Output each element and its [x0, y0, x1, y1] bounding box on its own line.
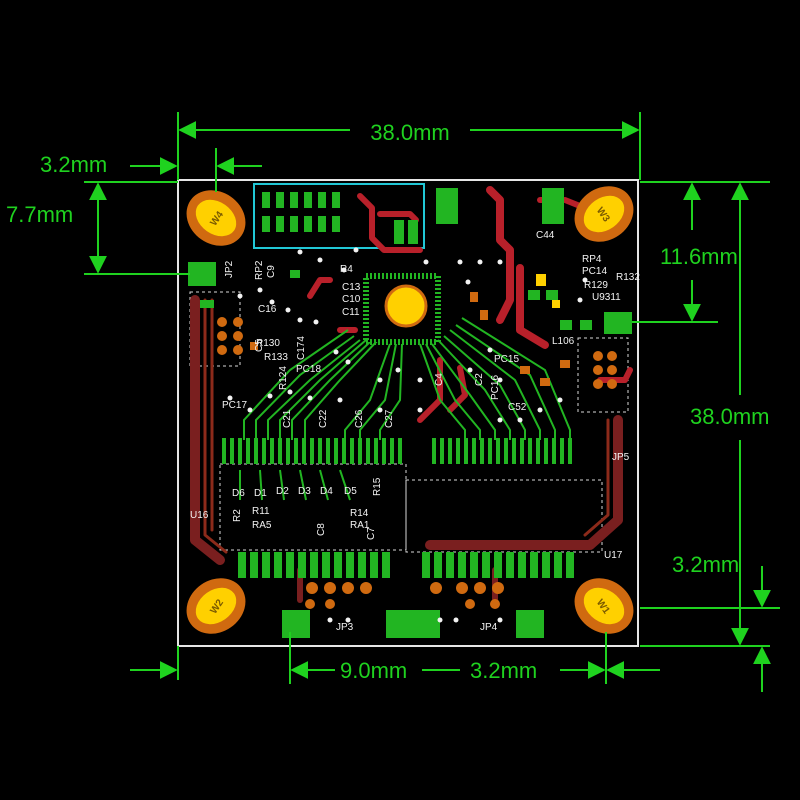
keepout-zone	[253, 183, 425, 249]
orange-pads	[217, 292, 617, 609]
label-ra1: RA1	[350, 520, 370, 531]
dim-bottom-spacing: 9.0mm	[340, 658, 407, 683]
gold-finger-row-left	[222, 438, 402, 464]
label-c44: C44	[536, 230, 555, 241]
label-jp3: JP3	[336, 622, 354, 633]
mounting-hole-w1: W1	[574, 578, 634, 634]
ic-thermal-pad	[384, 284, 428, 328]
label-pc16: PC16	[490, 375, 501, 400]
label-pc17: PC17	[222, 400, 247, 411]
label-c22: C22	[318, 409, 329, 428]
dim-hole-offset-left: 3.2mm	[40, 152, 107, 177]
label-pc14: PC14	[582, 266, 607, 277]
label-c27: C27	[384, 409, 395, 428]
label-c5: C5	[254, 339, 265, 352]
label-d3: D3	[298, 486, 311, 497]
label-l106: L106	[552, 336, 575, 347]
connector-pins-left	[238, 552, 390, 578]
label-c26: C26	[354, 409, 365, 428]
connector-pins-right	[422, 552, 574, 578]
silkscreen-labels: JP2 RP2 C9 C16 R4 C13 C10 C11 R130 R133 …	[190, 230, 640, 633]
label-d1: D1	[254, 488, 267, 499]
label-c9: C9	[266, 265, 277, 278]
label-c4: C4	[434, 373, 445, 386]
label-r124: R124	[278, 366, 289, 390]
gold-finger-row-right	[432, 438, 572, 464]
mounting-hole-w4: W4	[186, 190, 246, 246]
label-r2: R2	[232, 509, 243, 522]
vias	[227, 247, 588, 623]
dim-hole-offset-bottom-right: 3.2mm	[672, 552, 739, 577]
pcb-board: W4 W3 W2 W1 JP2 RP2 C9 C16 R4 C13 C10 C1…	[177, 179, 640, 647]
dim-bottom-offset: 3.2mm	[470, 658, 537, 683]
label-u16: U16	[190, 510, 209, 521]
label-c7: C7	[366, 527, 377, 540]
label-d4: D4	[320, 486, 333, 497]
dim-width-top: 38.0mm	[370, 120, 449, 145]
label-jp4: JP4	[480, 622, 498, 633]
label-r14: R14	[350, 508, 369, 519]
label-c21: C21	[282, 409, 293, 428]
label-r133: R133	[264, 352, 288, 363]
dim-height-right: 38.0mm	[690, 404, 769, 429]
label-u9311: U9311	[592, 292, 621, 303]
yellow-pads	[536, 274, 560, 308]
label-rp4: RP4	[582, 254, 602, 265]
copper-pads	[188, 188, 632, 638]
label-c174: C174	[296, 336, 307, 360]
label-c10: C10	[342, 294, 361, 305]
dim-right-offset: 11.6mm	[660, 244, 738, 269]
label-pc18: PC18	[296, 364, 321, 375]
label-r11: R11	[252, 506, 270, 517]
main-ic	[363, 273, 441, 345]
dimension-annotations	[84, 112, 780, 692]
label-rp2: RP2	[254, 260, 265, 280]
label-jp5: JP5	[612, 452, 630, 463]
traces-group	[190, 186, 633, 603]
dimension-labels: 38.0mm 3.2mm 7.7mm 11.6mm 38.0mm 3.2mm 9…	[6, 120, 769, 683]
mounting-hole-w3: W3	[574, 186, 634, 242]
label-c11: C11	[342, 307, 360, 318]
label-r129: R129	[584, 280, 608, 291]
label-r4: R4	[340, 264, 353, 275]
label-d2: D2	[276, 486, 289, 497]
mounting-hole-w2: W2	[186, 578, 246, 634]
label-ra5: RA5	[252, 520, 272, 531]
label-c16: C16	[258, 304, 277, 315]
label-r132: R132	[616, 272, 640, 283]
label-c13: C13	[342, 282, 361, 293]
label-c52: C52	[508, 402, 527, 413]
label-pc15: PC15	[494, 354, 519, 365]
label-d6: D6	[232, 488, 245, 499]
label-c8: C8	[316, 523, 327, 536]
label-r15: R15	[372, 477, 383, 496]
label-r130: R130	[256, 338, 280, 349]
label-jp2: JP2	[224, 260, 235, 278]
signal-traces	[239, 317, 571, 501]
label-d5: D5	[344, 486, 357, 497]
dim-hole-offset-top: 7.7mm	[6, 202, 73, 227]
label-c2: C2	[474, 373, 485, 386]
label-u17: U17	[604, 550, 623, 561]
